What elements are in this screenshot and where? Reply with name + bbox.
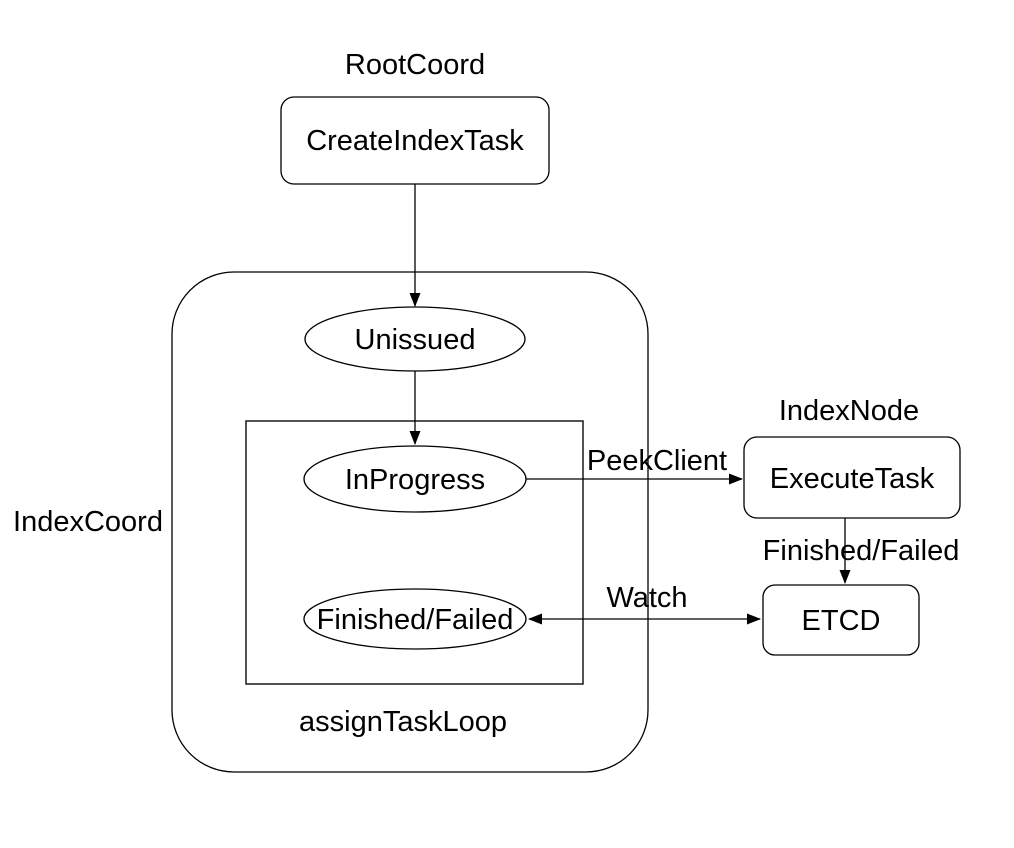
watch-edge-label: Watch [606, 582, 687, 614]
etcd-label: ETCD [802, 605, 881, 637]
node-finished-failed-state: Finished/Failed [303, 588, 527, 650]
finished-failed-ellipse [303, 588, 527, 650]
node-execute-task: ExecuteTask [743, 436, 961, 519]
indexnode-group-label: IndexNode [779, 395, 919, 427]
node-create-index-task: CreateIndexTask [280, 96, 550, 185]
in-progress-label: InProgress [345, 464, 485, 496]
create-index-task-label: CreateIndexTask [306, 125, 524, 157]
assign-task-loop-label: assignTaskLoop [299, 706, 507, 738]
execute-task-box [743, 436, 961, 519]
node-unissued: Unissued [304, 306, 526, 372]
finished-failed-edge-label: Finished/Failed [763, 535, 960, 567]
node-etcd: ETCD [762, 584, 920, 656]
unissued-label: Unissued [355, 324, 476, 356]
index-coord-container [171, 271, 649, 773]
execute-task-label: ExecuteTask [770, 463, 935, 495]
etcd-box [762, 584, 920, 656]
finished-failed-state-label: Finished/Failed [317, 604, 514, 636]
rootcoord-group-label: RootCoord [345, 49, 485, 81]
node-in-progress: InProgress [303, 445, 527, 513]
peek-client-edge-label: PeekClient [587, 445, 727, 477]
indexcoord-group-label: IndexCoord [13, 506, 163, 538]
